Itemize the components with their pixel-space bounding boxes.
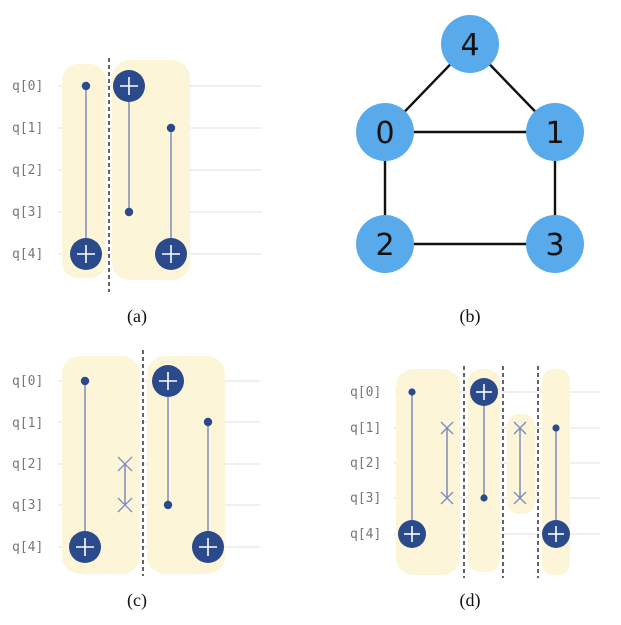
cross-stroke — [440, 421, 454, 435]
qubit-label: q[2] — [350, 456, 381, 471]
cnot-gate — [398, 388, 426, 548]
qubit-label: q[3] — [12, 205, 43, 220]
graph-node-0: 0 — [356, 103, 414, 161]
graph-node-circle — [526, 103, 584, 161]
cnot-gate — [192, 417, 224, 563]
panel-caption: (c) — [127, 590, 147, 611]
swap-cross-icon — [117, 497, 133, 513]
qubit-label: q[0] — [350, 385, 381, 400]
swap-gate — [440, 421, 454, 505]
layer-highlight — [62, 64, 106, 278]
qubit-label: q[0] — [12, 374, 43, 389]
graph-node-label: 1 — [545, 116, 564, 151]
cross-stroke — [117, 456, 133, 472]
layer-highlight — [507, 414, 535, 514]
graph-node-label: 2 — [375, 228, 394, 263]
qubit-label: q[3] — [12, 498, 43, 513]
qubit-label: q[4] — [12, 247, 43, 262]
cross-stroke — [117, 497, 133, 513]
cross-stroke — [513, 421, 527, 435]
cnot-gate — [470, 378, 498, 502]
qubit-label: q[1] — [12, 416, 43, 431]
graph-node-circle — [356, 215, 414, 273]
swap-cross-icon — [513, 491, 527, 505]
swap-cross-icon — [513, 421, 527, 435]
panel-d-qubit-labels: q[0] q[1] q[2] q[3] q[4] — [350, 385, 381, 542]
qubit-label: q[3] — [350, 491, 381, 506]
cnot-gate — [113, 70, 145, 217]
panel-c: q[0] q[1] q[2] q[3] q[4] — [12, 350, 260, 611]
cnot-gate — [542, 424, 570, 548]
cnot-gate — [152, 365, 184, 510]
qubit-label: q[1] — [350, 421, 381, 436]
qubit-label: q[2] — [12, 457, 43, 472]
swap-cross-icon — [440, 421, 454, 435]
control-dot — [408, 388, 416, 396]
control-dot — [166, 123, 176, 133]
layer-highlight — [147, 356, 225, 574]
control-dot — [124, 207, 134, 217]
swap-cross-icon — [440, 491, 454, 505]
swap-gate — [117, 456, 133, 513]
cross-stroke — [440, 491, 454, 505]
panel-caption: (d) — [460, 590, 481, 611]
panel-c-qubit-labels: q[0] q[1] q[2] q[3] q[4] — [12, 374, 43, 555]
control-dot — [80, 376, 90, 386]
qubit-label: q[4] — [350, 527, 381, 542]
graph-node-3: 3 — [526, 215, 584, 273]
control-dot — [480, 494, 488, 502]
control-dot — [163, 500, 173, 510]
cross-stroke — [513, 491, 527, 505]
cnot-gate — [70, 81, 102, 270]
qubit-label: q[1] — [12, 121, 43, 136]
control-dot — [203, 417, 213, 427]
cnot-gate — [69, 376, 101, 563]
graph-node-circle — [356, 103, 414, 161]
graph-node-label: 3 — [545, 228, 564, 263]
graph-node-2: 2 — [356, 215, 414, 273]
panel-caption: (b) — [460, 306, 481, 327]
qubit-label: q[0] — [12, 79, 43, 94]
layer-highlight — [62, 356, 140, 574]
swap-gate — [513, 421, 527, 505]
graph-node-4: 4 — [441, 15, 499, 73]
graph-node-1: 1 — [526, 103, 584, 161]
qubit-label: q[2] — [12, 163, 43, 178]
panel-a: q[0] q[1] q[2] q[3] q[4] — [12, 58, 262, 327]
graph-node-label: 4 — [460, 28, 479, 63]
graph-node-circle — [441, 15, 499, 73]
panel-b: 4 0 1 2 3 (b) — [356, 15, 584, 327]
panel-a-qubit-labels: q[0] q[1] q[2] q[3] q[4] — [12, 79, 43, 262]
graph-node-circle — [526, 215, 584, 273]
control-dot — [552, 424, 560, 432]
qubit-label: q[4] — [12, 540, 43, 555]
cnot-gate — [155, 123, 187, 270]
panel-caption: (a) — [127, 306, 147, 327]
panel-d: q[0] q[1] q[2] q[3] q[4] — [350, 366, 600, 611]
control-dot — [81, 81, 91, 91]
swap-cross-icon — [117, 456, 133, 472]
graph-node-label: 0 — [375, 116, 394, 151]
